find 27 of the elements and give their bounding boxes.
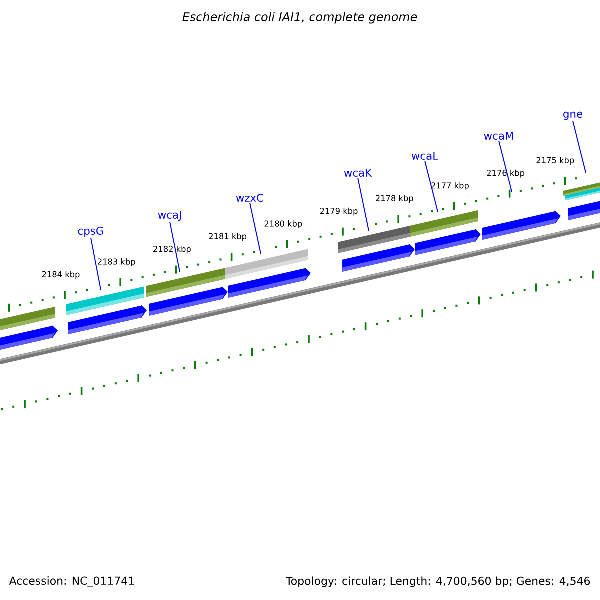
leader-line [572,120,586,174]
title: Escherichia coli IAI1, complete genome [182,12,418,24]
gene-label: wcaK [344,169,372,177]
coordinate-label: 2177 kbp [432,182,469,190]
leader-line [498,140,512,192]
leader-line [250,202,262,254]
accession-text: Accession: NC_011741 [9,576,134,588]
gene-label: wcaL [412,152,439,160]
coordinate-label: 2181 kbp [209,233,247,242]
coordinate-label: 2175 kbp [536,157,574,166]
coordinate-label: 2180 kbp [264,220,302,228]
leader-line [358,177,370,232]
coordinate-label: 2179 kbp [320,208,358,216]
coordinate-label: 2176 kbp [487,170,525,178]
coordinate-label: 2183 kbp [98,258,136,266]
genome-info-text: Topology: circular; Length: 4,700,560 bp; Genes: 4,546 [286,576,590,588]
coordinate-label: 2178 kbp [376,195,414,204]
gene-label: wzxC [236,194,264,202]
leader-line [90,238,102,290]
leader-line [170,221,180,272]
gene-label: wcaJ [158,211,182,221]
gene-label: cpsG [78,226,104,238]
leader-line [424,160,438,212]
gene-label: wcaM [484,132,514,140]
coordinate-label: 2184 kbp [42,271,80,280]
coordinate-label: 2182 kbp [154,246,191,254]
gene-label: gne [564,112,583,120]
